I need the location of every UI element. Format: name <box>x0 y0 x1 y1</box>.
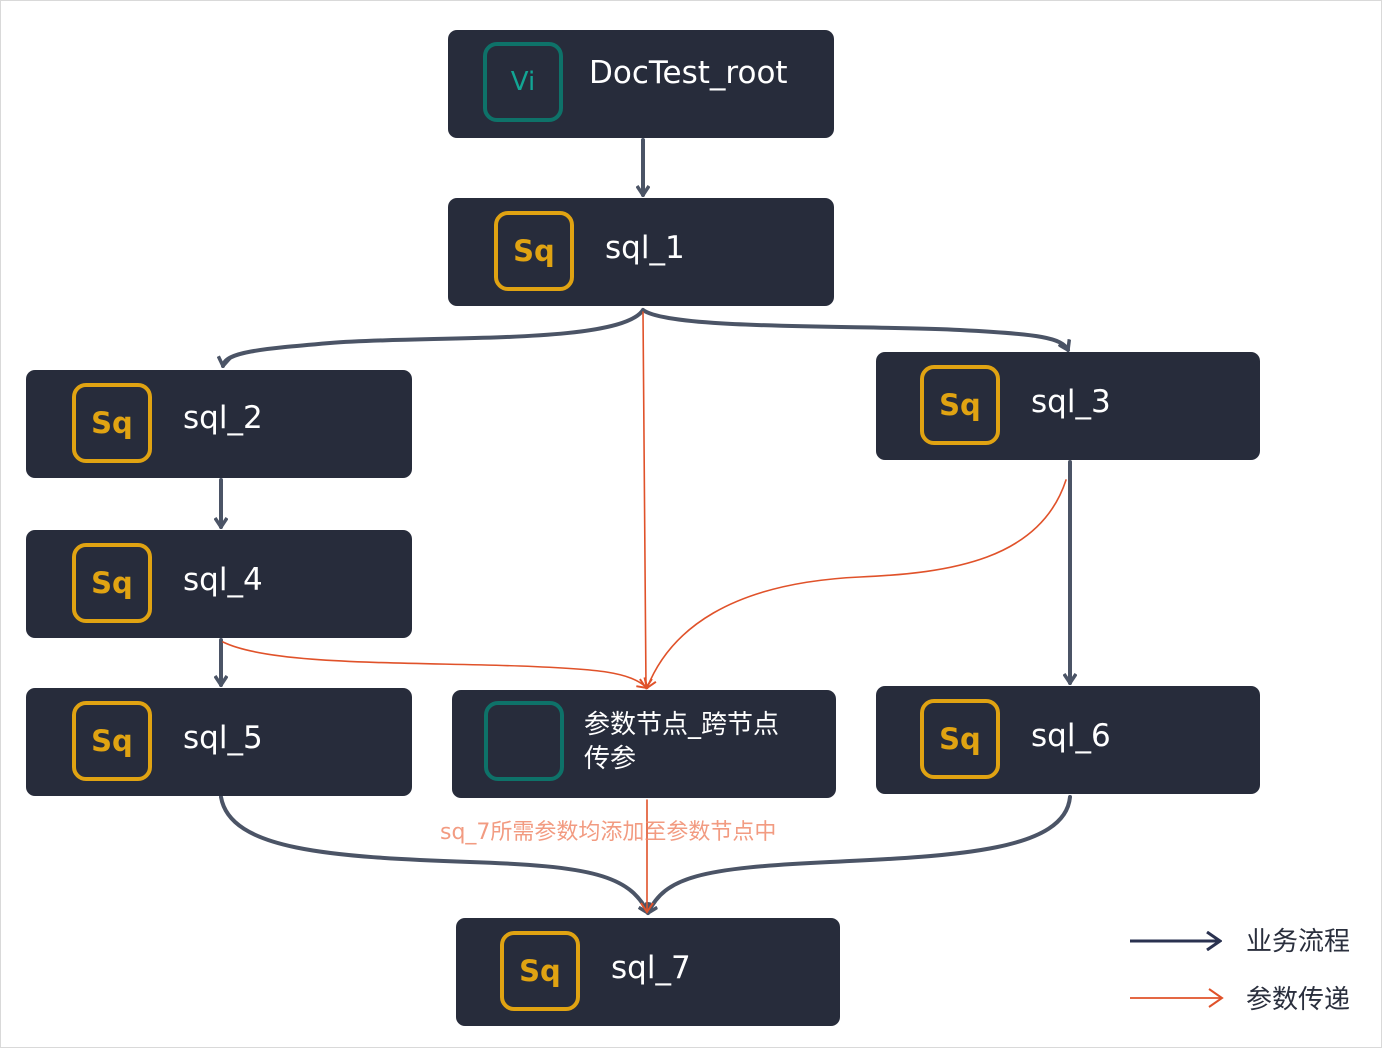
param-annotation: sq_7所需参数均添加至参数节点中 <box>440 820 777 845</box>
edge-sql1-to-sql2 <box>223 308 645 366</box>
edge-sql1-to-sql3 <box>641 308 1068 350</box>
node-sql-3[interactable]: Sq sql_3 <box>876 352 1260 460</box>
sq-icon: Sq <box>920 699 1000 779</box>
node-label: sql_7 <box>611 950 691 986</box>
sq-icon: Sq <box>920 365 1000 445</box>
node-label: sql_1 <box>605 230 685 266</box>
sq-icon: Sq <box>72 383 152 463</box>
node-sql-2[interactable]: Sq sql_2 <box>26 370 412 478</box>
param-edge-sql3-to-param <box>643 479 1067 690</box>
node-label: 参数节点_跨节点传参 <box>584 710 780 774</box>
node-label: DocTest_root <box>589 55 788 91</box>
legend-business-flow-label: 业务流程 <box>1246 927 1351 957</box>
legend-param-transfer-label: 参数传递 <box>1246 985 1351 1015</box>
node-sql-4[interactable]: Sq sql_4 <box>26 530 412 638</box>
param-edge-sql1-to-param <box>639 311 653 690</box>
node-sql-7[interactable]: Sq sql_7 <box>456 918 840 1026</box>
edge-sql6-to-sql7 <box>648 795 1072 913</box>
node-doctest-root[interactable]: Vi DocTest_root <box>448 30 834 138</box>
node-label: sql_6 <box>1031 718 1111 754</box>
param-edge-sql4-to-param <box>222 641 649 690</box>
node-label: sql_3 <box>1031 384 1111 420</box>
edge-sql5-to-sql7 <box>219 795 648 913</box>
node-label: sql_4 <box>183 562 263 598</box>
node-label: sql_5 <box>183 720 263 756</box>
node-sql-6[interactable]: Sq sql_6 <box>876 686 1260 794</box>
sq-icon: Sq <box>72 701 152 781</box>
sq-icon: Sq <box>500 931 580 1011</box>
node-sql-1[interactable]: Sq sql_1 <box>448 198 834 306</box>
node-sql-5[interactable]: Sq sql_5 <box>26 688 412 796</box>
sq-icon: Sq <box>494 211 574 291</box>
node-label: sql_2 <box>183 400 263 436</box>
node-param-cross-node[interactable]: 参数节点_跨节点传参 <box>452 690 836 798</box>
vi-icon: Vi <box>483 42 563 122</box>
param-node-icon <box>484 701 564 781</box>
sq-icon: Sq <box>72 543 152 623</box>
